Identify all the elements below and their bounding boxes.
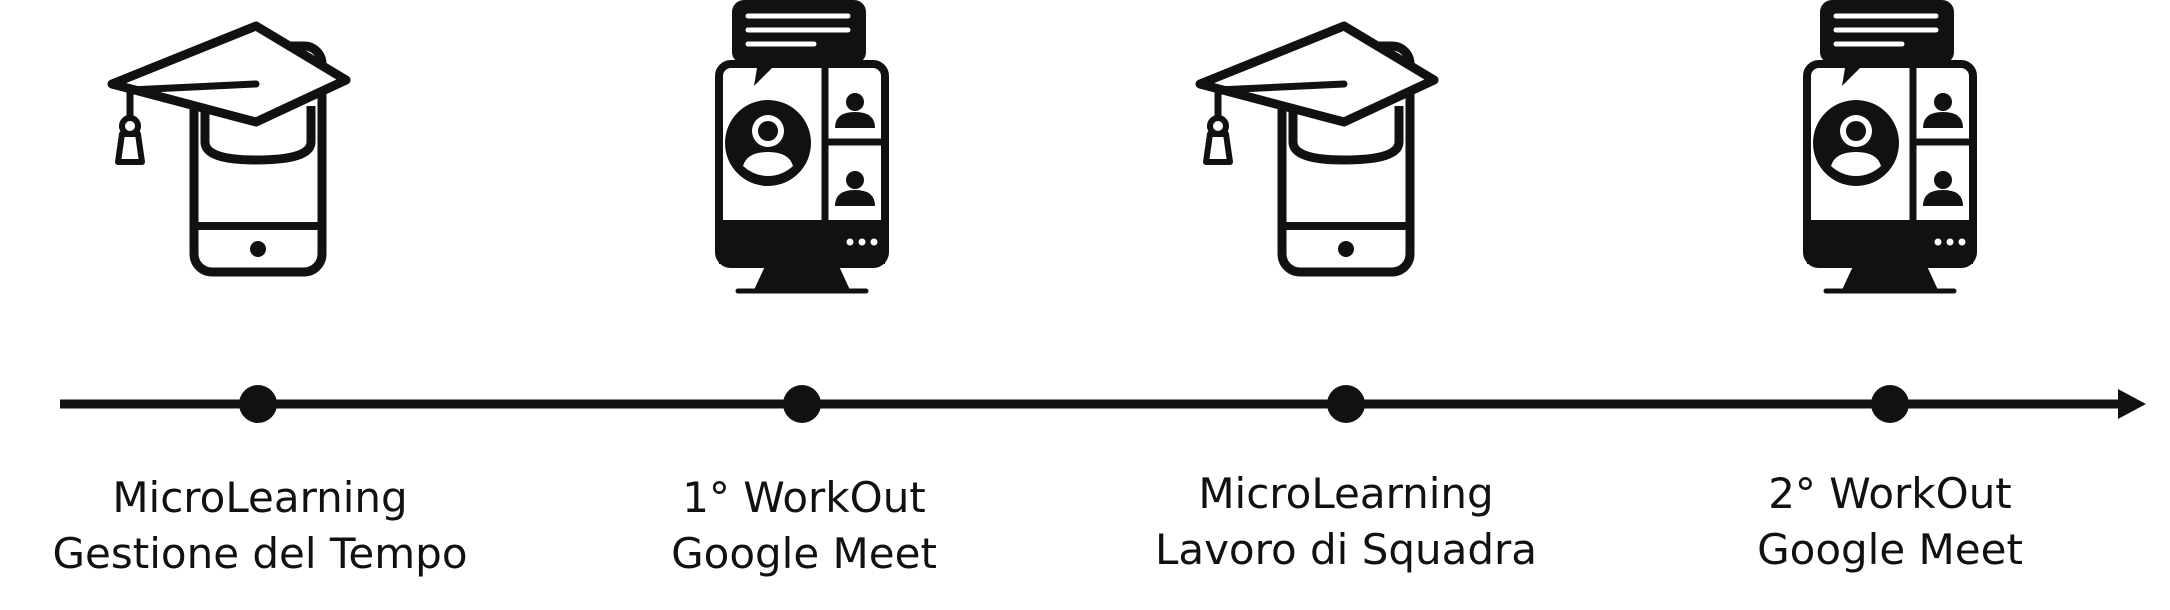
step-label-2: 1° WorkOut Google Meet xyxy=(544,470,1064,582)
step-3-subtitle: Lavoro di Squadra xyxy=(1154,525,1538,574)
step-label-1: MicroLearning Gestione del Tempo xyxy=(0,470,520,582)
phone-graduation-cap-icon xyxy=(112,26,346,272)
step-label-3: MicroLearning Lavoro di Squadra xyxy=(1086,466,1606,578)
step-1-title: MicroLearning xyxy=(112,473,408,522)
monitor-video-call-icon xyxy=(1807,0,1973,291)
step-label-4: 2° WorkOut Google Meet xyxy=(1630,466,2150,578)
timeline-arrowhead xyxy=(2118,389,2146,419)
step-4-subtitle: Google Meet xyxy=(1757,525,2023,574)
step-4-title: 2° WorkOut xyxy=(1768,469,2012,518)
milestone-dot-2 xyxy=(783,385,821,423)
step-2-subtitle: Google Meet xyxy=(671,529,937,578)
milestone-dot-1 xyxy=(239,385,277,423)
step-2-title: 1° WorkOut xyxy=(682,473,926,522)
step-1-subtitle: Gestione del Tempo xyxy=(52,529,468,578)
step-3-title: MicroLearning xyxy=(1198,469,1494,518)
milestone-dot-4 xyxy=(1871,385,1909,423)
phone-graduation-cap-icon xyxy=(1200,26,1434,272)
milestone-dot-3 xyxy=(1327,385,1365,423)
monitor-video-call-icon xyxy=(719,0,885,291)
